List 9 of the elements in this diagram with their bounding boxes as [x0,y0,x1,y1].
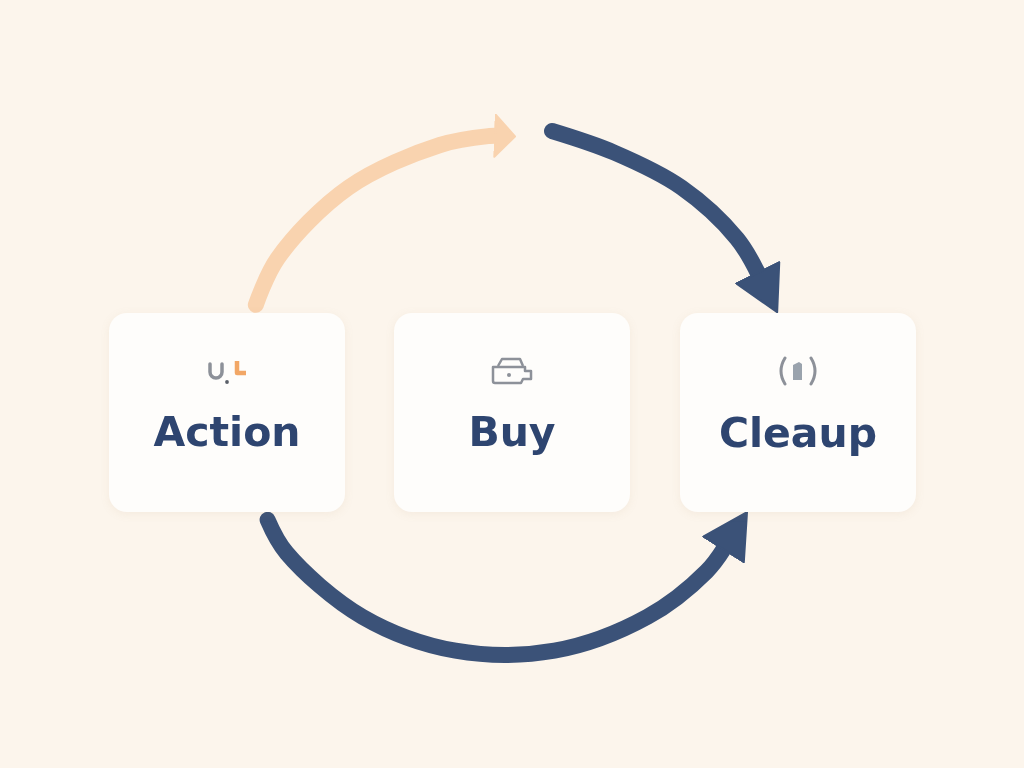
arrow [247,113,516,313]
step-card [394,313,630,512]
step-label: Cleaup [718,409,878,459]
arrow [544,123,781,314]
step-card [109,313,345,512]
step-label: Buy [468,408,556,458]
step-label: Action [153,408,301,458]
step-card [680,313,916,512]
arrow [259,511,749,663]
